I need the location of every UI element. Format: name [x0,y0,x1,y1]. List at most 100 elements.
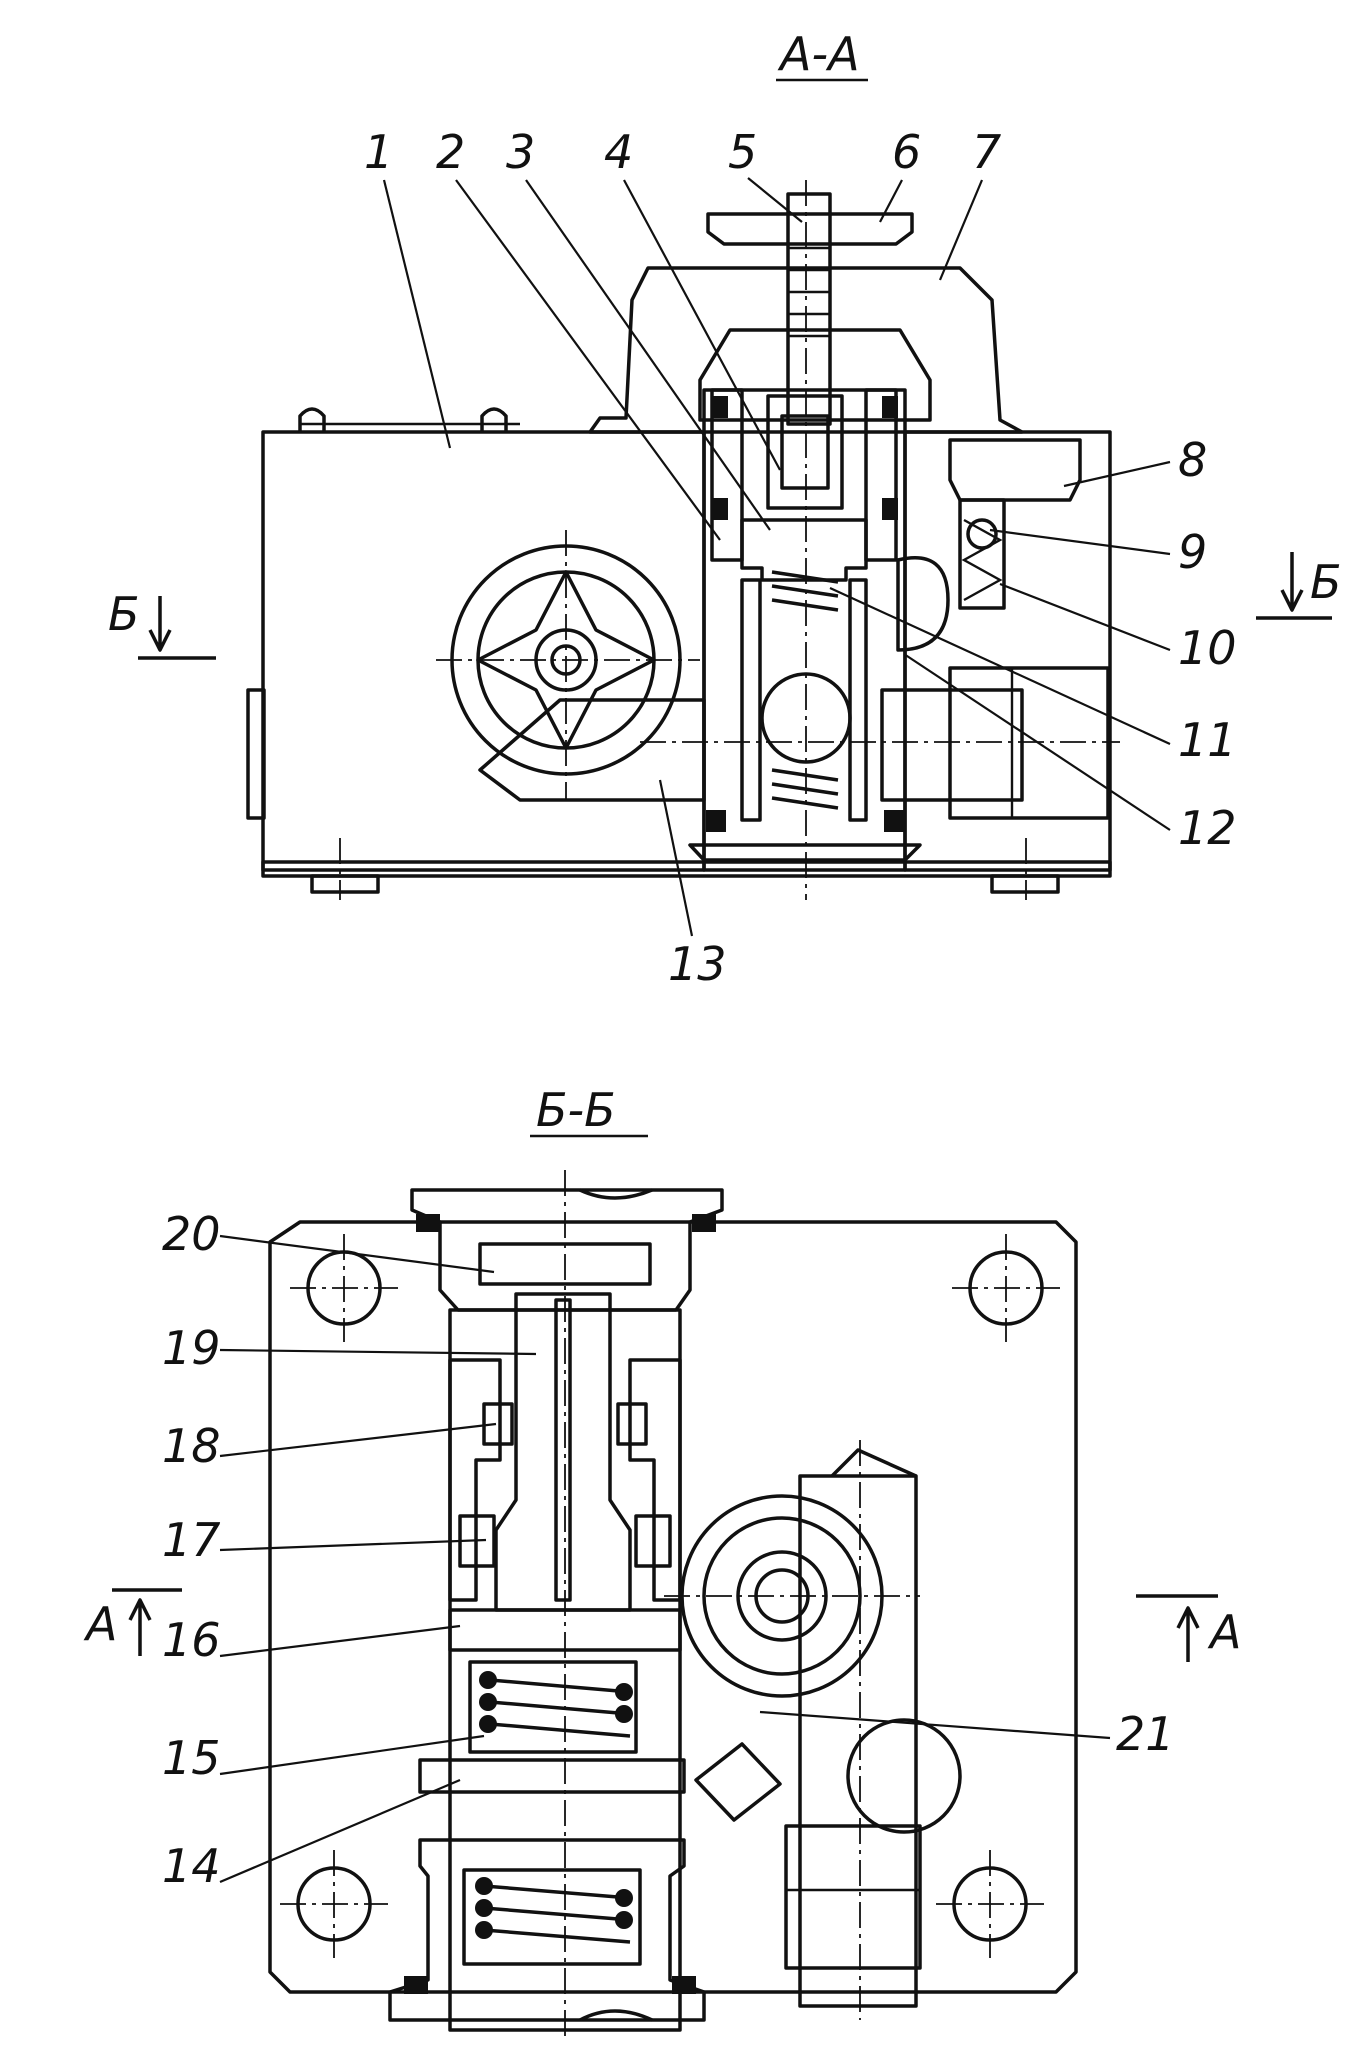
aa-callouts: 1 2 3 4 5 6 7 8 9 10 11 12 13 [364,125,1237,991]
aa-seal-2 [882,396,898,418]
bb-top-plug-20 [410,1188,724,1312]
bb-spring-end-3 [479,1715,497,1733]
aa-seal-1 [712,396,728,418]
callout-7: 7 [972,125,1001,179]
aa-cap-body [588,266,1024,434]
callout-9: 9 [1178,525,1207,579]
aa-plug-8 [948,438,1082,610]
leader-4 [623,179,781,471]
aa-screw-head-2 [480,407,508,432]
cut-arrow-a-left [128,1598,152,1656]
bb-seal-bot-l [404,1976,428,1994]
leader-5 [747,177,803,223]
cut-arrow-b-left [148,596,172,652]
leader-7 [938,179,984,281]
bb-lower-plug [388,1838,706,2022]
bb-spool-channel [554,1298,572,1602]
aa-body-right [903,430,1112,872]
callout-10: 10 [1178,621,1237,675]
callout-12: 12 [1178,801,1237,855]
aa-cap-7 [588,266,1024,434]
bb-rotary-port [680,1494,884,1822]
leader-19 [219,1348,537,1356]
callout-6: 6 [892,125,921,179]
callout-4: 4 [604,125,633,179]
callout-20: 20 [162,1207,221,1261]
aa-handwheel-6 [706,212,914,246]
bb-spool-assembly [388,1292,706,2032]
bb-side-valve [784,1448,962,2008]
bb-spool-19 [494,1292,632,1612]
bb-port-r [634,1514,672,1568]
aa-channel-13 [478,698,706,802]
bb-side-bore-tip [830,1448,917,1478]
bb-lower-spring-end-3 [475,1921,493,1939]
aa-seal-6 [884,810,904,832]
aa-sleeve-right [864,388,898,562]
bb-drain-21 [694,1742,782,1822]
aa-seal-5 [706,810,726,832]
bb-lower-spring-chamber [462,1868,642,1966]
cut-label-a-left: А [83,1597,117,1651]
callout-14: 14 [162,1839,221,1893]
bb-plug-20-dome [579,1188,653,1200]
bb-bushing-slot-r [616,1402,648,1446]
bb-bushing-right [628,1358,682,1602]
bb-seal-top-l [416,1214,440,1232]
cut-mark-a-left: А [83,1588,182,1656]
aa-gasket [261,860,1112,878]
aa-foot-left [310,874,380,894]
cut-label-b-right: Б [1310,555,1342,609]
leader-6 [879,179,903,223]
cut-label-b-left: Б [108,587,140,641]
aa-cap-cavity [698,328,932,422]
bb-side-bore [798,1474,918,2008]
leader-16 [219,1624,461,1658]
section-bb-title-text: Б-Б [536,1083,616,1137]
bb-callouts: 14 15 16 17 18 19 20 21 [162,1207,1175,1893]
callout-3: 3 [506,125,535,179]
leader-8 [1063,460,1171,488]
section-bb-title: Б-Б [530,1083,648,1138]
leader-10 [999,582,1171,652]
aa-screw-head-1 [298,407,326,432]
aa-left-boss [246,688,266,820]
callout-2: 2 [436,125,465,179]
aa-housing [246,407,1112,894]
callout-11: 11 [1178,713,1237,767]
bb-seal-bot-r [672,1976,696,1994]
aa-valve-bore [702,388,907,872]
callout-1: 1 [364,125,393,179]
callout-17: 17 [162,1513,221,1567]
aa-plug-8-body [948,438,1082,502]
aa-piston-3 [740,518,868,582]
aa-ball-9 [966,518,998,550]
callout-19: 19 [162,1321,221,1375]
callout-15: 15 [162,1731,221,1785]
section-aa-title-text: A-A [777,27,860,81]
bb-lower-spring-end-2 [475,1899,493,1917]
leader-3 [525,179,771,531]
callout-18: 18 [162,1419,221,1473]
bb-lower-plug-dome [579,2009,653,2022]
leader-12 [903,653,1171,831]
bb-spring-end-2 [479,1693,497,1711]
leader-18 [219,1422,497,1458]
leader-13 [658,779,694,937]
cut-arrow-a-right [1176,1606,1200,1662]
aa-side-ball-12 [896,556,950,652]
bb-lower-spring-end-5 [615,1911,633,1929]
bb-side-ball [846,1718,962,1834]
bb-spring-chamber [468,1660,638,1754]
bb-lower-spring-end-1 [475,1877,493,1895]
aa-outlet-port [880,666,1110,820]
bb-body [268,1220,1078,1994]
aa-port-13 [450,544,706,802]
bb-spring-end-1 [479,1671,497,1689]
aa-screw-5 [786,192,832,426]
aa-seal-4 [882,498,898,520]
callout-13: 13 [668,937,727,991]
callout-5: 5 [728,125,757,179]
aa-adjuster [706,192,914,426]
